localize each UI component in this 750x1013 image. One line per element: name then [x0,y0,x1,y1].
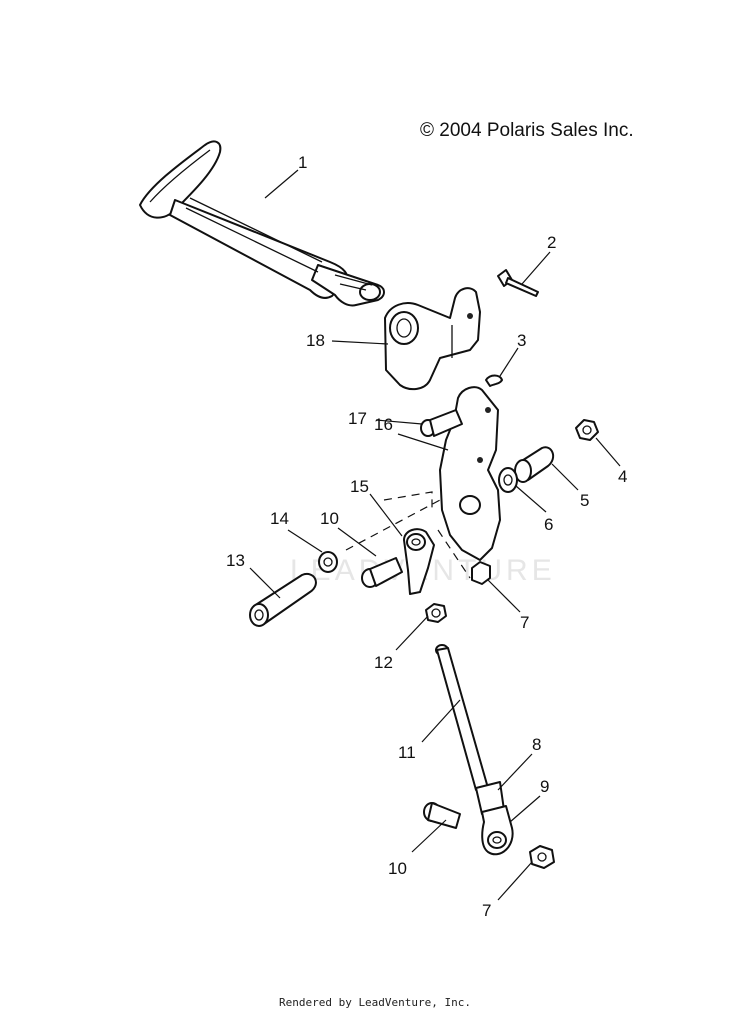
part-17-bolt [420,409,463,437]
part-8-9-rod-end-lower [475,781,514,856]
callout-9: 9 [540,777,549,796]
callout-5: 5 [580,491,589,510]
callout-7-lower: 7 [482,901,491,920]
callout-labels: 1 2 3 4 5 6 7 8 9 10 11 12 13 14 15 16 1… [226,153,627,920]
copyright-text: © 2004 Polaris Sales Inc. [420,120,634,141]
part-10-bolt-upper [361,557,403,588]
callout-4: 4 [618,467,627,486]
callout-11: 11 [398,743,416,762]
part-4-nut [575,419,599,441]
part-18-bracket [384,287,481,391]
part-12-nut [425,603,447,623]
callout-10-upper: 10 [320,509,339,528]
callout-10-lower: 10 [388,859,407,878]
part-7-nut-lower [529,845,555,869]
callout-12: 12 [374,653,393,672]
callout-16: 16 [374,415,393,434]
callout-7-upper: 7 [520,613,529,632]
callout-14: 14 [270,509,289,528]
callout-18: 18 [306,331,325,350]
callout-17: 17 [348,409,367,428]
part-3-clip [485,374,503,387]
callout-13: 13 [226,551,245,570]
callout-3: 3 [517,331,526,350]
callout-2: 2 [547,233,556,252]
callout-1: 1 [298,153,307,172]
leader-lines [249,169,621,901]
callout-8: 8 [532,735,541,754]
callout-15: 15 [350,477,369,496]
rendered-by-footer: Rendered by LeadVenture, Inc. [278,996,472,1009]
callout-6: 6 [544,515,553,534]
part-2-pin [497,269,539,297]
part-7-nut-upper [471,561,491,585]
part-5-spacer [514,446,555,483]
part-10-bolt-lower [423,802,461,829]
part-13-sleeve [249,572,317,627]
part-1-shift-lever [139,140,385,307]
part-6-washer [498,467,518,493]
assembly-dashed-lines [345,491,471,579]
part-15-rod-end [403,528,435,595]
part-16-mount-plate [439,386,501,561]
part-14-washer [318,551,338,573]
